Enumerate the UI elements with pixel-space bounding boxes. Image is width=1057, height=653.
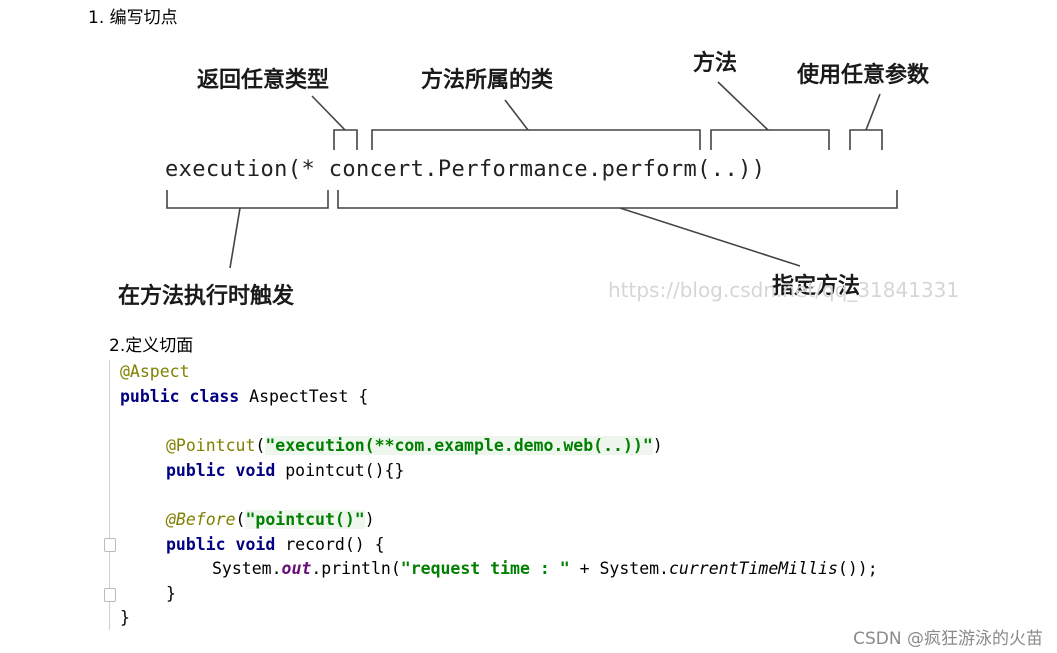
diagram-brackets — [166, 81, 898, 269]
annotation: @Before — [166, 510, 236, 529]
code-line: public class AspectTest { — [120, 387, 368, 406]
code-text: System. — [212, 559, 282, 578]
code-line: } — [166, 584, 176, 603]
string-literal: "pointcut()" — [245, 510, 365, 529]
fold-marker-icon[interactable] — [104, 538, 116, 552]
fold-marker-icon[interactable] — [104, 588, 116, 602]
label-method: 方法 — [693, 51, 738, 76]
pointcut-expression: execution(* concert.Performance.perform(… — [165, 157, 766, 182]
code-block: @Aspect public class AspectTest { @Point… — [104, 360, 1010, 630]
pointer-method — [717, 81, 769, 131]
code-line: @Pointcut("execution(**com.example.demo.… — [166, 436, 663, 455]
code-text: ()); — [837, 559, 878, 578]
keyword: public void — [166, 461, 276, 480]
annotation: @Aspect — [120, 362, 190, 381]
bracket-method — [710, 129, 830, 150]
pointer-params — [865, 93, 881, 131]
code-text: pointcut(){} — [275, 461, 405, 480]
bracket-class — [371, 129, 701, 150]
bracket-params — [849, 129, 883, 150]
bracket-specify — [337, 190, 898, 209]
bracket-execution — [166, 190, 329, 209]
label-declaring-class: 方法所属的类 — [421, 68, 554, 93]
keyword: public class — [120, 387, 240, 406]
code-text: ) — [652, 436, 663, 455]
code-line: } — [120, 608, 130, 627]
code-text: + System. — [569, 559, 669, 578]
code-text: record() { — [275, 535, 385, 554]
code-text: } — [120, 608, 130, 627]
code-text: ) — [364, 510, 375, 529]
string-literal: "execution(**com.example.demo.web(..))" — [265, 436, 653, 455]
bracket-return-type — [333, 129, 358, 150]
pointer-return-type — [311, 95, 346, 131]
pointer-execution — [229, 207, 241, 269]
code-line: @Before("pointcut()") — [166, 510, 375, 529]
code-text: } — [166, 584, 176, 603]
pointer-specify — [619, 207, 801, 267]
label-on-execution: 在方法执行时触发 — [118, 284, 295, 309]
footer-credit: CSDN @疯狂游泳的火苗 — [853, 629, 1043, 649]
label-any-return-type: 返回任意类型 — [197, 68, 330, 93]
pointer-class — [504, 99, 529, 131]
annotation: @Pointcut — [166, 436, 256, 455]
code-line: public void record() { — [166, 535, 385, 554]
static-method: currentTimeMillis — [669, 559, 838, 578]
label-any-params: 使用任意参数 — [797, 63, 930, 88]
keyword: public void — [166, 535, 276, 554]
section-heading-pointcut: 1. 编写切点 — [88, 8, 178, 28]
string-literal: "request time : " — [400, 559, 570, 578]
code-text: ( — [235, 510, 246, 529]
code-text: ( — [255, 436, 266, 455]
label-specify-method: 指定方法 — [772, 274, 861, 299]
code-line: public void pointcut(){} — [166, 461, 404, 480]
code-text: .println( — [311, 559, 401, 578]
code-line: System.out.println("request time : " + S… — [212, 559, 878, 578]
watermark: https://blog.csdn.net/qq_31841331 — [608, 278, 960, 302]
code-text: AspectTest { — [239, 387, 369, 406]
code-line: @Aspect — [120, 362, 190, 381]
static-field: out — [281, 559, 312, 578]
section-heading-aspect: 2.定义切面 — [109, 336, 194, 356]
